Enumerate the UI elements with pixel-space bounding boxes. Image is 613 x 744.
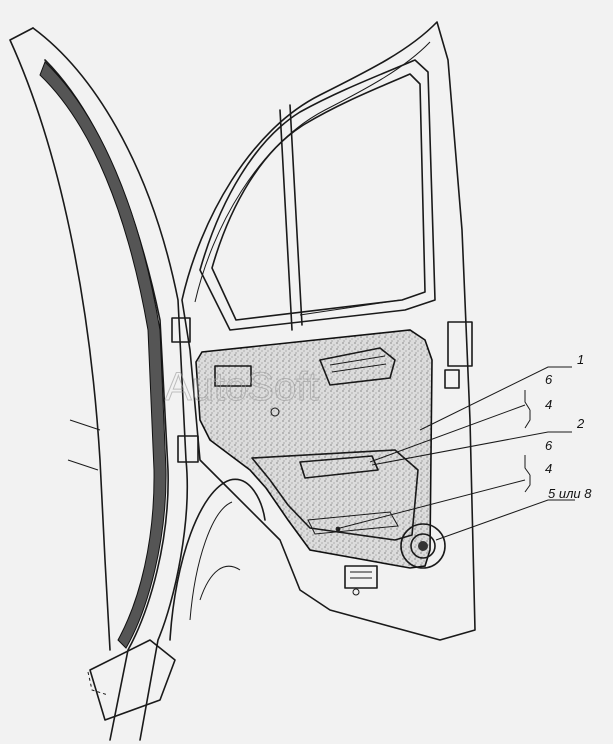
upper-hinge — [171, 317, 191, 343]
pull-handle — [299, 455, 379, 479]
leader-lines — [339, 366, 575, 541]
callout-6-bottom: 6 — [545, 438, 553, 453]
door-window — [199, 59, 436, 331]
latch-striker — [447, 321, 473, 367]
upper-recess — [214, 347, 396, 417]
callout-4-top: 4 — [545, 397, 552, 412]
speaker-plug — [400, 523, 446, 569]
door-trim-panel — [195, 329, 433, 569]
armrest — [251, 449, 419, 541]
door-seal — [39, 61, 167, 649]
hinges — [171, 317, 473, 463]
watermark: AutoSoft — [165, 365, 318, 409]
lower-lock — [344, 565, 378, 596]
callout-6-top: 6 — [545, 372, 553, 387]
callout-labels: 1 6 4 2 6 4 5 или 8 — [545, 352, 592, 501]
pocket — [307, 511, 399, 535]
door-frame — [181, 21, 476, 641]
callout-2: 2 — [576, 416, 585, 431]
callout-5-or-8: 5 или 8 — [548, 486, 592, 501]
callout-1: 1 — [577, 352, 584, 367]
wheel-arch — [169, 478, 266, 641]
lower-hinge — [177, 435, 199, 463]
callout-4-bottom: 4 — [545, 461, 552, 476]
